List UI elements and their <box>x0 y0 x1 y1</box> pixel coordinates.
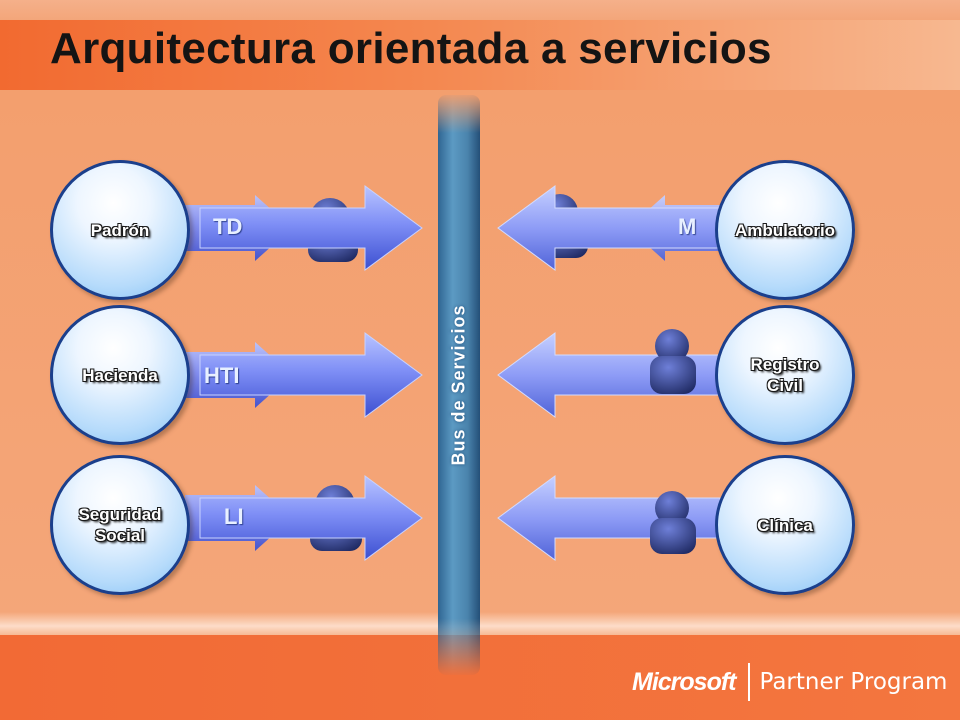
background-title-band <box>0 20 960 90</box>
service-node-label: Seguridad Social <box>78 504 161 546</box>
service-node-label-line: Hacienda <box>82 365 158 385</box>
partner-program-logo: Microsoft Partner Program <box>632 662 947 702</box>
microsoft-wordmark: Microsoft <box>632 667 736 696</box>
service-node-seguridad-social: Seguridad Social <box>50 455 190 595</box>
service-bus <box>438 95 480 675</box>
service-node-label: Registro Civil <box>751 354 820 396</box>
service-node-registro-civil: Registro Civil <box>715 305 855 445</box>
slide-title: Arquitectura orientada a servicios <box>50 24 772 73</box>
arrow-right-1 <box>497 185 721 271</box>
arrow-left-3 <box>199 475 423 561</box>
arrow-text-right-1: M <box>678 214 697 239</box>
service-node-label-line: Clínica <box>757 515 813 535</box>
service-node-label-line: Civil <box>767 376 803 395</box>
arrow-right-2 <box>497 332 721 418</box>
service-node-label-line: Ambulatorio <box>734 220 836 240</box>
arrow-left-2 <box>199 332 423 418</box>
service-node-padron: Padrón <box>50 160 190 300</box>
service-node-label: Hacienda <box>82 365 158 386</box>
service-node-ambulatorio: Ambulatorio <box>715 160 855 300</box>
arrow-left-1 <box>199 185 423 271</box>
background-top-band <box>0 0 960 20</box>
service-node-clinica: Clínica <box>715 455 855 595</box>
service-node-label: Clínica <box>757 515 813 536</box>
arrow-text-left-3: LI <box>224 504 244 529</box>
service-node-label-line: Seguridad <box>78 505 162 524</box>
service-node-label: Padrón <box>91 220 150 241</box>
service-node-label-line: Padrón <box>90 220 150 240</box>
logo-divider <box>747 663 750 701</box>
service-node-label-line: Registro <box>750 355 820 374</box>
arrow-text-left-2: HTI <box>204 363 240 388</box>
partner-program-text: Partner Program <box>759 669 948 695</box>
service-bus-label: Bus de Servicios <box>448 304 469 466</box>
service-node-label-line: Social <box>94 526 146 545</box>
service-node-label: Ambulatorio <box>735 220 835 241</box>
person-icon <box>650 491 696 554</box>
person-icon <box>650 329 696 394</box>
arrow-text-left-1: TD <box>213 214 243 239</box>
service-node-hacienda: Hacienda <box>50 305 190 445</box>
